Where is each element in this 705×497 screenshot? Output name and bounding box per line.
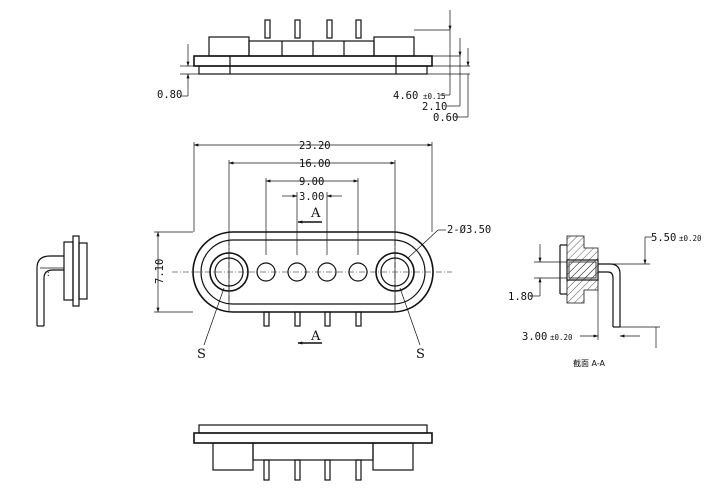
dim-section-gap: 1.80 bbox=[508, 291, 533, 303]
section-mark-top: A bbox=[310, 206, 321, 221]
dim-overall-length: 23.20 bbox=[299, 140, 331, 152]
bottom-view bbox=[193, 424, 433, 481]
dim-pitch-inner: 3.00 bbox=[299, 191, 324, 203]
dim-plate: 0.60 bbox=[433, 112, 458, 124]
dim-height-total-tol: ±0.15 bbox=[423, 92, 446, 101]
section-mark-bottom: A bbox=[310, 329, 321, 344]
dim-pitch-mid: 9.00 bbox=[299, 176, 324, 188]
top-view-pins bbox=[264, 19, 362, 39]
hole-callout: 2-Ø3.50 bbox=[447, 224, 491, 236]
dim-height: 7.10 bbox=[154, 259, 166, 284]
dim-pitch-outer: 16.00 bbox=[299, 158, 331, 170]
spring-label-right: S bbox=[416, 347, 425, 362]
dim-flange: 2.10 bbox=[422, 101, 447, 113]
section-view bbox=[530, 235, 660, 348]
dim-thickness-base: 0.80 bbox=[157, 89, 182, 101]
top-view bbox=[180, 10, 470, 118]
front-view bbox=[154, 142, 452, 346]
side-view: : bbox=[36, 235, 88, 327]
dim-section-height: 5.50 bbox=[651, 232, 676, 244]
spring-label-left: S bbox=[197, 347, 206, 362]
svg-text::: : bbox=[46, 269, 51, 278]
dim-section-offset-tol: ±0.20 bbox=[550, 333, 573, 342]
section-caption: 截面 A-A bbox=[573, 358, 606, 368]
dim-height-total: 4.60 bbox=[393, 90, 418, 102]
dim-section-offset: 3.00 bbox=[522, 331, 547, 343]
dim-section-height-tol: ±0.20 bbox=[679, 234, 702, 243]
